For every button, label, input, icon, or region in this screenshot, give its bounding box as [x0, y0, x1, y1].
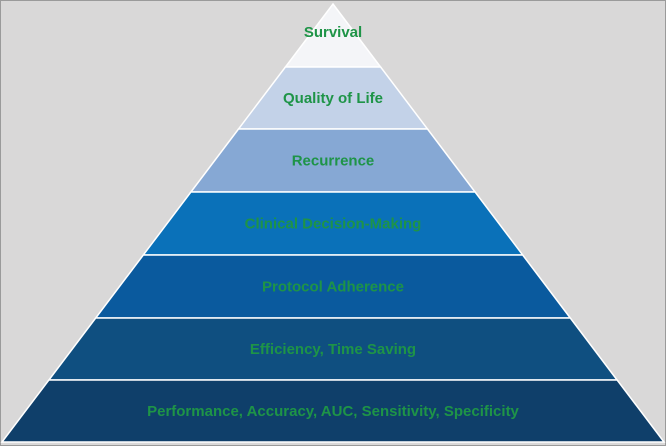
tier-efficiency-time-saving-label: Efficiency, Time Saving: [250, 341, 416, 358]
tier-protocol-adherence: Protocol Adherence: [94, 254, 572, 319]
tier-quality-of-life: Quality of Life: [236, 66, 430, 130]
tier-efficiency-time-saving: Efficiency, Time Saving: [47, 317, 619, 381]
tier-recurrence: Recurrence: [189, 128, 477, 193]
tier-survival-label: Survival: [304, 24, 362, 41]
tier-performance-metrics-shape: [0, 379, 666, 443]
tier-performance-metrics: Performance, Accuracy, AUC, Sensitivity,…: [0, 379, 666, 443]
tier-survival: Survival: [283, 2, 383, 68]
tier-performance-metrics-label: Performance, Accuracy, AUC, Sensitivity,…: [147, 403, 519, 420]
tier-recurrence-label: Recurrence: [292, 152, 375, 169]
tier-clinical-decision-making-label: Clinical Decision-Making: [245, 215, 422, 232]
tier-protocol-adherence-label: Protocol Adherence: [262, 278, 404, 295]
tier-quality-of-life-label: Quality of Life: [283, 90, 383, 107]
tier-clinical-decision-making: Clinical Decision-Making: [141, 191, 525, 256]
